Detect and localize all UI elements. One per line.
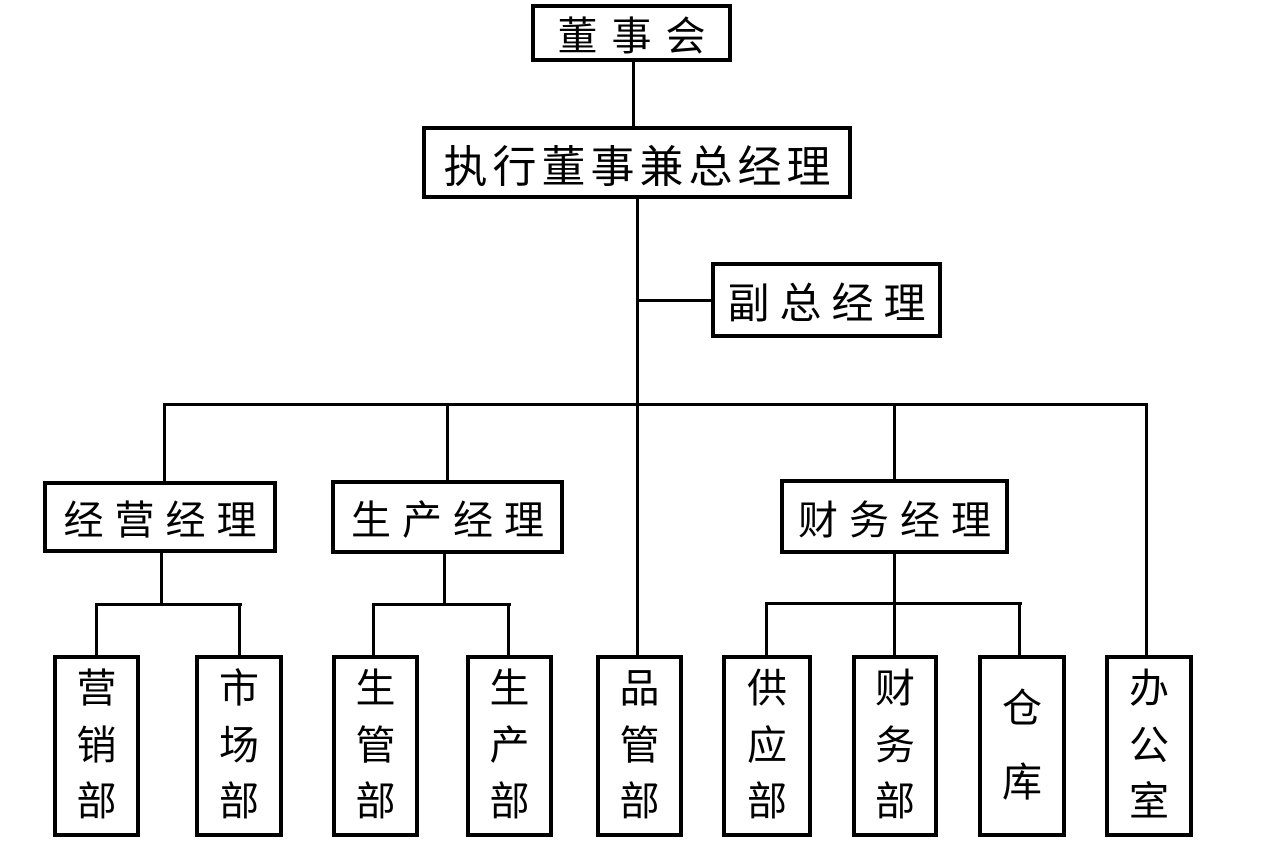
node-executive-director-gm-label: 执行董事兼总经理 — [443, 142, 836, 192]
node-production-manager-label: 生产经理 — [351, 498, 555, 543]
node-office-label: 办公室 — [1129, 665, 1169, 825]
node-production-control-dept: 生管部 — [332, 655, 419, 837]
connector-production-children — [373, 603, 511, 606]
node-marketing-dept: 营销部 — [53, 655, 140, 837]
node-operations-manager: 经营经理 — [43, 481, 277, 553]
connector-drop-office — [1145, 403, 1148, 657]
node-board: 董事会 — [531, 4, 732, 62]
connector-board-to-exec — [632, 62, 635, 126]
connector-to-deputy — [637, 299, 713, 302]
connector-operations-children — [96, 603, 242, 606]
node-supply-dept: 供应部 — [722, 655, 812, 837]
connector-drop-operations — [163, 403, 166, 483]
node-warehouse: 仓库 — [978, 655, 1066, 837]
node-operations-manager-label: 经营经理 — [63, 498, 268, 543]
connector-drop-prod-control — [372, 603, 375, 657]
node-production-dept-label: 生产部 — [489, 665, 530, 825]
connector-drop-market — [238, 603, 241, 657]
connector-drop-warehouse — [1018, 602, 1021, 657]
node-board-label: 董事会 — [557, 14, 720, 59]
node-production-control-dept-label: 生管部 — [355, 665, 396, 825]
connector-drop-marketing — [95, 603, 98, 657]
connector-drop-production-mgr — [446, 403, 449, 482]
connector-production-down — [443, 554, 446, 605]
node-deputy-gm-label: 副总经理 — [727, 281, 936, 328]
node-finance-manager-label: 财务经理 — [798, 497, 1002, 543]
connector-drop-supply — [765, 602, 768, 657]
connector-finance-children — [766, 602, 1022, 605]
node-finance-manager: 财务经理 — [780, 479, 1009, 554]
node-quality-control-dept-label: 品管部 — [619, 665, 660, 825]
connector-main-horizontal — [165, 403, 1148, 406]
connector-exec-trunk — [636, 199, 639, 657]
node-finance-dept-label: 财务部 — [875, 665, 915, 825]
node-production-manager: 生产经理 — [331, 480, 564, 554]
connector-operations-down — [160, 553, 163, 605]
node-quality-control-dept: 品管部 — [596, 655, 683, 837]
node-office: 办公室 — [1105, 655, 1193, 837]
node-production-dept: 生产部 — [466, 655, 553, 837]
connector-drop-finance-mgr — [893, 403, 896, 481]
node-executive-director-gm: 执行董事兼总经理 — [422, 126, 852, 199]
node-supply-dept-label: 供应部 — [747, 665, 787, 825]
node-market-dept-label: 市场部 — [219, 665, 259, 825]
connector-drop-production-dept — [507, 603, 510, 657]
node-marketing-dept-label: 营销部 — [76, 665, 117, 825]
connector-finance-down — [893, 554, 896, 657]
node-finance-dept: 财务部 — [852, 655, 938, 837]
node-deputy-gm: 副总经理 — [711, 262, 942, 338]
node-warehouse-label: 仓库 — [1002, 686, 1042, 805]
node-market-dept: 市场部 — [195, 655, 283, 837]
